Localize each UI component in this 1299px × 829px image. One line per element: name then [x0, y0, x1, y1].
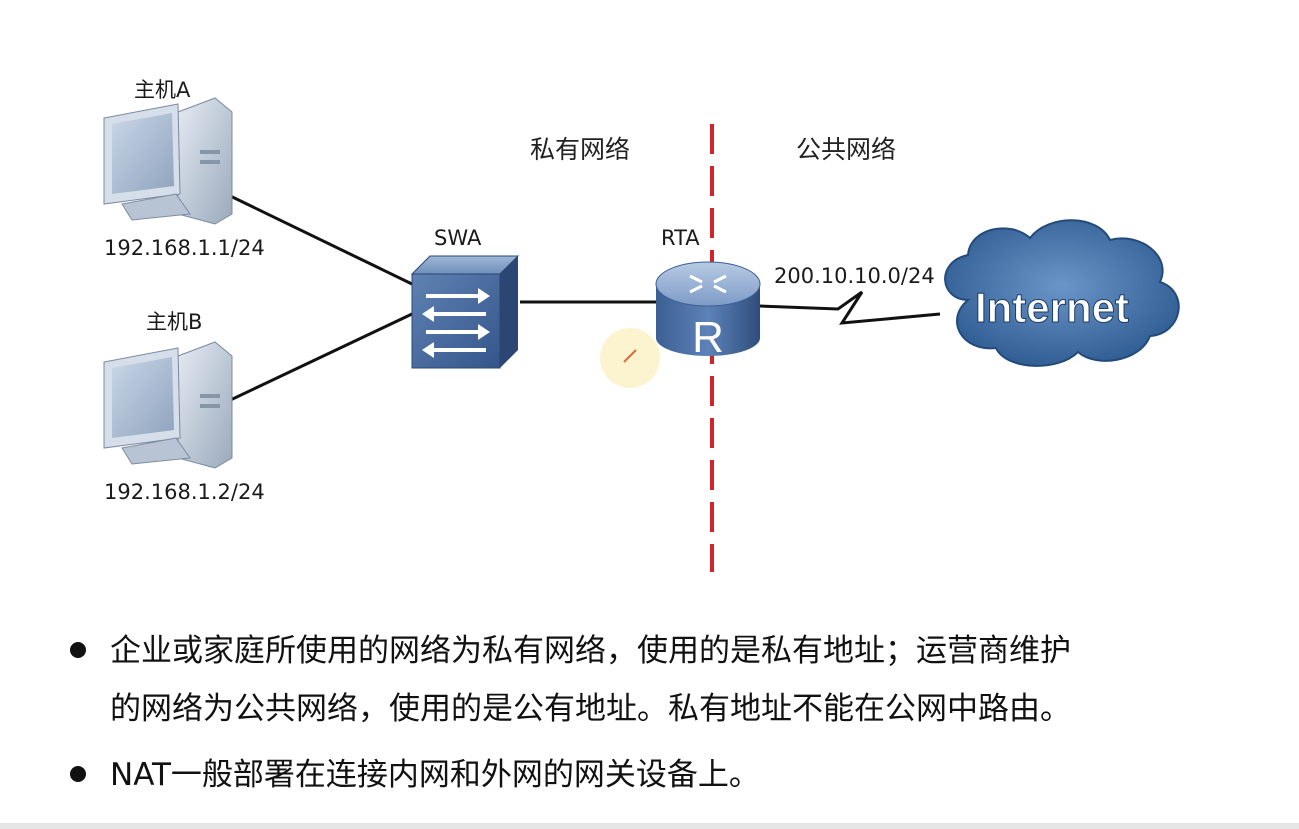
bullet-list: 企业或家庭所使用的网络为私有网络，使用的是私有地址；运营商维护 的网络为公共网络… [70, 622, 1270, 804]
host-b-name: 主机B [146, 310, 203, 334]
router-icon: R [655, 261, 761, 362]
internet-cloud-icon: Internet [944, 219, 1180, 367]
link-router-internet-serial [759, 290, 941, 325]
pointer-highlight [600, 328, 660, 388]
bullet-1-line-1: 企业或家庭所使用的网络为私有网络，使用的是私有地址；运营商维护 [110, 633, 1071, 669]
link-hostA-switch [221, 190, 413, 286]
public-network-label: 公共网络 [796, 135, 897, 164]
host-a-ip: 192.168.1.1/24 [104, 236, 265, 260]
internet-label: Internet [975, 284, 1129, 331]
private-network-label: 私有网络 [530, 135, 631, 164]
switch-icon [410, 255, 520, 369]
bullet-2-line-1: NAT一般部署在连接内网和外网的网关设备上。 [110, 757, 760, 793]
bullet-item: NAT一般部署在连接内网和外网的网关设备上。 [70, 746, 1270, 804]
host-a-name: 主机A [134, 78, 191, 102]
host-a-computer-icon [103, 97, 233, 225]
bullet-item: 企业或家庭所使用的网络为私有网络，使用的是私有地址；运营商维护 的网络为公共网络… [70, 622, 1270, 738]
router-wan-ip: 200.10.10.0/24 [774, 264, 935, 288]
host-b-ip: 192.168.1.2/24 [104, 480, 265, 504]
bullet-dot-icon [70, 642, 86, 658]
switch-name: SWA [434, 226, 482, 250]
network-diagram: R Internet [103, 97, 1180, 572]
host-b-computer-icon [103, 341, 233, 469]
bottom-bar [0, 823, 1299, 829]
link-hostB-switch [221, 312, 413, 406]
router-name: RTA [661, 226, 700, 250]
bullet-1-line-2: 的网络为公共网络，使用的是公有地址。私有地址不能在公网中路由。 [110, 691, 1071, 727]
router-glyph: R [692, 313, 724, 362]
pencil-icon [623, 349, 637, 363]
bullet-dot-icon [70, 766, 86, 782]
